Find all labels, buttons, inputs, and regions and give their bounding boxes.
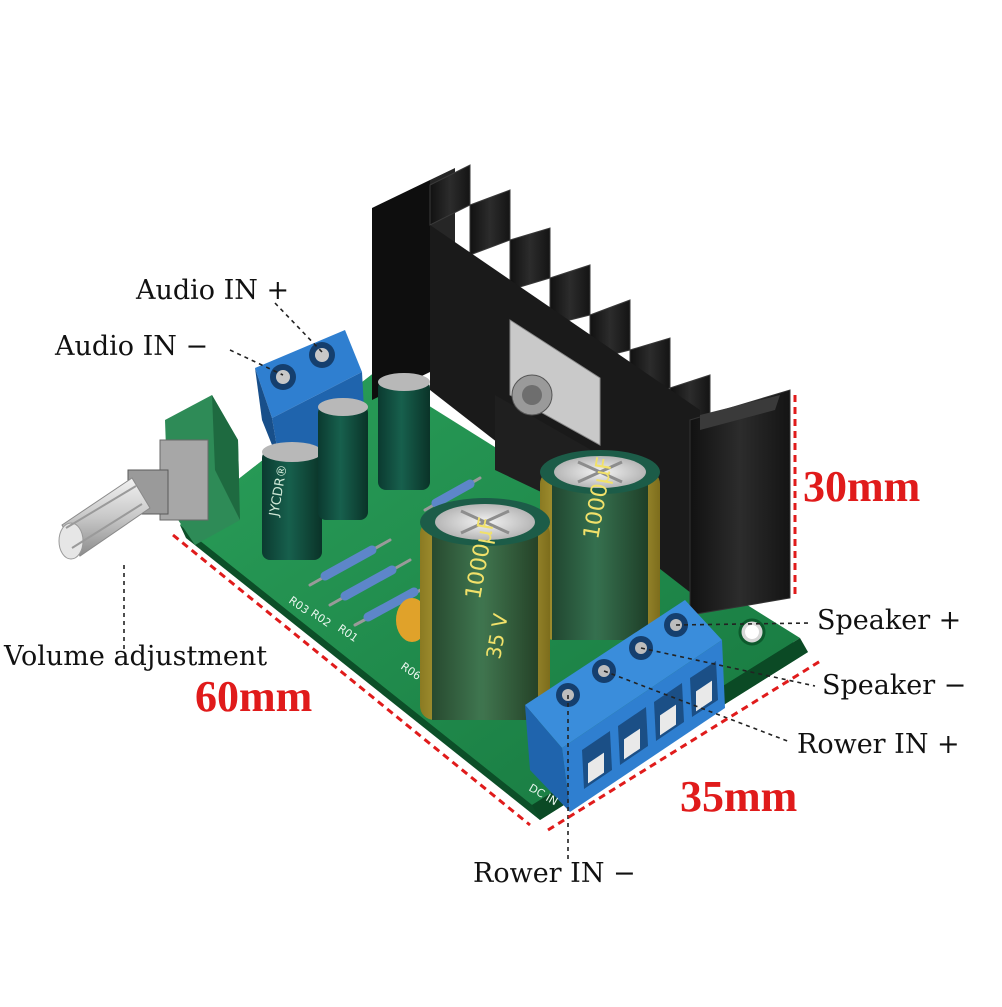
- callout-lines: [123, 302, 816, 860]
- potentiometer: [58, 395, 240, 560]
- label-speaker-minus: Speaker −: [822, 670, 967, 701]
- small-capacitors: [262, 373, 430, 560]
- leader-speaker-plus: [675, 622, 811, 626]
- leader-audio-in-plus: [274, 302, 323, 353]
- large-capacitor-back: [540, 450, 660, 640]
- dimension-width-label: 35mm: [680, 772, 798, 821]
- large-capacitor-front: [420, 498, 550, 720]
- label-volume-adjustment: Volume adjustment: [4, 641, 268, 672]
- leader-audio-in-minus: [229, 349, 284, 376]
- dimension-height-label: 30mm: [803, 462, 921, 511]
- dimension-width-line: [547, 658, 823, 832]
- dimension-length-label: 60mm: [195, 672, 313, 721]
- label-power-in-plus: Rower IN +: [797, 729, 960, 760]
- dimension-length-line: [172, 533, 531, 827]
- label-audio-in-plus: Audio IN +: [136, 275, 290, 306]
- label-power-in-minus: Rower IN −: [473, 858, 636, 889]
- leader-power-plus: [603, 670, 791, 743]
- label-audio-in-minus: Audio IN −: [55, 331, 209, 362]
- output-terminal-block: [525, 600, 725, 812]
- audio-input-terminal: [255, 330, 365, 465]
- dimension-lines: [172, 395, 823, 832]
- label-speaker-plus: Speaker +: [817, 605, 962, 636]
- resistors: [308, 476, 482, 627]
- leader-speaker-minus: [640, 647, 816, 687]
